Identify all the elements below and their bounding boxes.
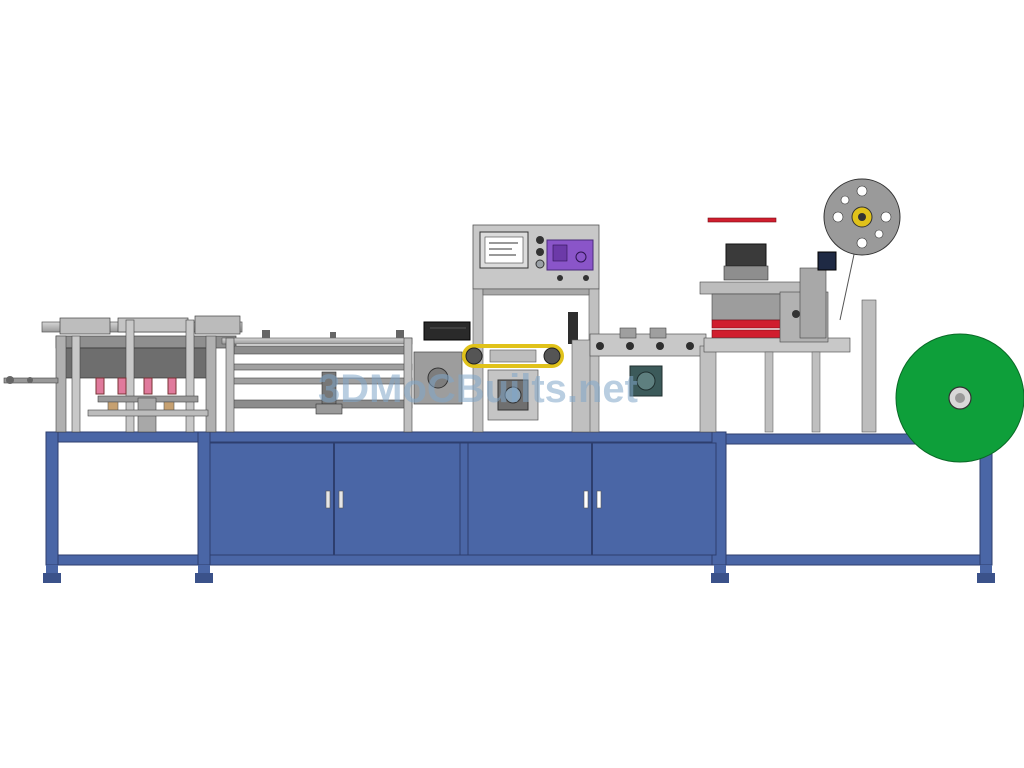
door-handle-icon — [325, 490, 331, 509]
spool-reel-icon — [823, 178, 901, 321]
feed-module — [3, 315, 243, 433]
roller-bridge — [589, 327, 717, 433]
reel-post — [861, 299, 877, 433]
cabinet-right — [467, 442, 717, 556]
door-handle-icon — [338, 490, 344, 509]
door-handle-icon — [596, 490, 602, 509]
sealing-head — [699, 217, 851, 433]
belt-drive — [462, 312, 591, 433]
motor-icon — [423, 321, 471, 341]
door-handle-icon — [583, 490, 589, 509]
slide-section — [221, 321, 471, 433]
motor-icon — [725, 243, 767, 267]
watermark-text: 3DMoCBuilts.net — [318, 367, 638, 411]
cabinet-left — [209, 442, 461, 556]
film-reel-icon — [895, 333, 1024, 463]
